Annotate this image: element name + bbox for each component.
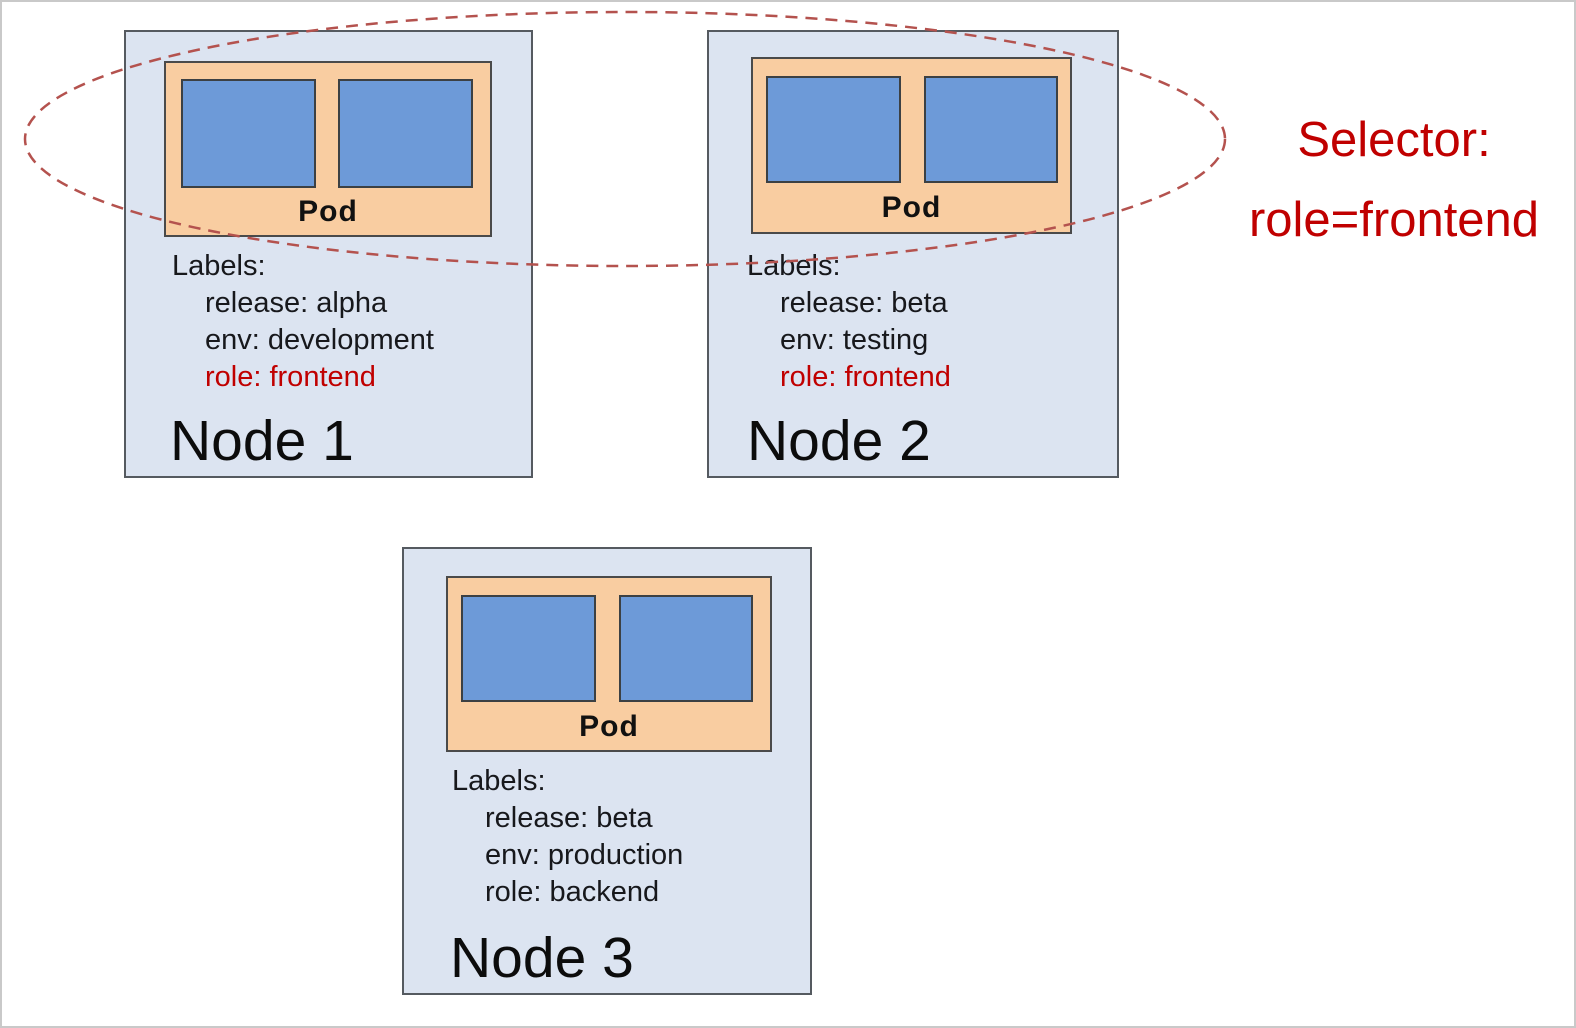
node-3-box: Pod Labels: release: beta env: productio… <box>402 547 812 995</box>
node-1-pod-box: Pod <box>164 61 492 237</box>
labels-title: Labels: <box>452 765 546 797</box>
node-2-container-2 <box>924 76 1058 183</box>
label-line-env: env: testing <box>780 324 929 356</box>
node-2-title: Node 2 <box>747 409 931 473</box>
node-1-title: Node 1 <box>170 409 354 473</box>
label-line-env: env: production <box>485 839 684 871</box>
node-3-container-2 <box>619 595 753 702</box>
node-1-box: Pod Labels: release: alpha env: developm… <box>124 30 533 478</box>
node-2-box: Pod Labels: release: beta env: testing r… <box>707 30 1119 478</box>
selector-value: role=frontend <box>1248 193 1540 247</box>
labels-title: Labels: <box>747 250 841 282</box>
labels-title: Labels: <box>172 250 266 282</box>
label-line-release: release: beta <box>780 287 948 319</box>
label-line-release: release: alpha <box>205 287 388 319</box>
node-2-pod-box: Pod <box>751 57 1072 234</box>
node-2-pod-label: Pod <box>881 191 942 224</box>
node-1-labels: Labels: release: alpha env: development … <box>172 248 434 396</box>
selector-title: Selector: <box>1297 113 1491 167</box>
node-3-labels: Labels: release: beta env: production ro… <box>452 763 683 911</box>
node-3-title: Node 3 <box>450 926 634 990</box>
node-1-pod-label: Pod <box>298 195 358 228</box>
node-3-pod-label: Pod <box>579 710 639 743</box>
node-1-container-2 <box>338 79 473 188</box>
label-line-env: env: development <box>205 324 434 356</box>
node-1-container-1 <box>181 79 316 188</box>
node-2-labels: Labels: release: beta env: testing role:… <box>747 248 951 396</box>
node-3-pod-box: Pod <box>446 576 772 752</box>
selector-caption: Selector: role=frontend <box>1214 100 1574 260</box>
label-line-role: role: frontend <box>780 361 951 393</box>
node-2-container-1 <box>766 76 901 183</box>
label-line-release: release: beta <box>485 802 653 834</box>
node-3-container-1 <box>461 595 596 702</box>
label-line-role: role: frontend <box>205 361 376 393</box>
label-line-role: role: backend <box>485 876 660 908</box>
